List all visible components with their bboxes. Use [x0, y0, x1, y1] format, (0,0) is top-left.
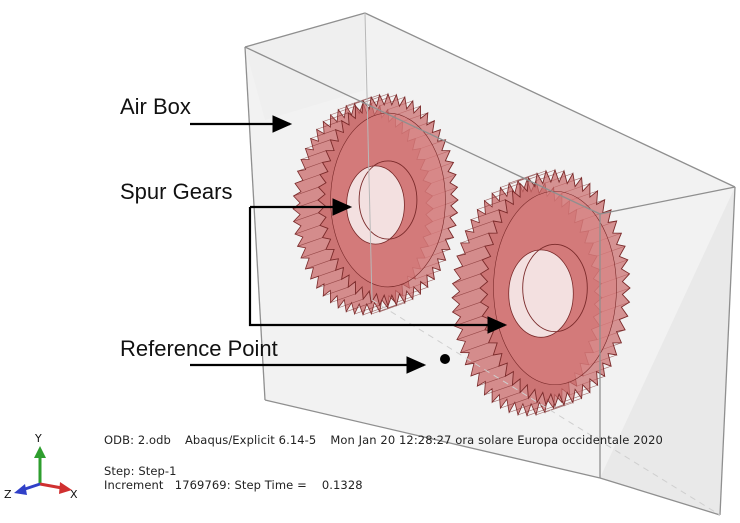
gear-tooth-edge	[300, 249, 327, 259]
spur-gear-right-bore-front	[522, 243, 588, 333]
gear-tooth-edge	[544, 402, 573, 413]
gear-tooth-edge	[477, 376, 506, 387]
gear-tooth-edge	[323, 112, 349, 122]
gear-tooth-edge	[293, 212, 319, 222]
gear-tooth-edge	[456, 329, 485, 340]
gear-tooth-edge	[492, 183, 521, 194]
gear-tooth-edge	[338, 100, 364, 110]
gear-tooth-edge	[310, 270, 336, 280]
gear-tooth-edge	[452, 273, 481, 284]
gear-tooth-edge	[460, 232, 489, 244]
gear-tooth-edge	[470, 365, 499, 377]
gear-tooth-edge	[451, 287, 481, 299]
spur-gear-left[interactable]	[292, 92, 459, 317]
spur-gear-right-bore-back	[508, 249, 574, 338]
gear-tooth-edge	[297, 162, 323, 172]
odb-datetime: Mon Jan 20 12:28:27 ora solare Europa oc…	[330, 433, 663, 447]
gear-tooth-edge	[371, 304, 397, 315]
gear-tooth-edge	[465, 220, 494, 232]
gear-tooth-edge	[517, 404, 547, 416]
gear-tooth-edge	[452, 301, 481, 313]
gear-tooth-edge	[561, 392, 590, 403]
gear-tooth-edge	[297, 237, 323, 247]
reference-point-icon[interactable]	[440, 354, 450, 364]
gear-tooth-edge	[500, 177, 529, 188]
solver-version: Abaqus/Explicit 6.14-5	[184, 433, 317, 447]
increment-info: Increment 1769769: Step Time = 0.1328	[104, 478, 363, 492]
axis-x-label: X	[70, 488, 78, 501]
reference-point-label: Reference Point	[120, 336, 278, 361]
gear-tooth-edge	[354, 304, 380, 315]
gear-tooth-edge	[395, 293, 421, 303]
gear-tooth-edge	[456, 245, 485, 257]
gear-tooth-edge	[330, 293, 356, 303]
gear-tooth-edge	[300, 150, 327, 160]
gear-tooth-edge	[492, 392, 521, 403]
gear-tooth-edge	[338, 298, 364, 309]
gear-tooth-edge	[387, 298, 413, 309]
air-box-side-face	[600, 187, 735, 515]
gear-tooth-edge	[460, 342, 489, 353]
gear-tooth-edge	[305, 259, 331, 270]
gear-tooth-edge	[500, 398, 529, 409]
gear-tooth-edge	[371, 94, 397, 104]
gear-tooth-edge	[323, 286, 349, 297]
gear-tooth-edge	[346, 302, 372, 312]
gear-tooth-edge	[484, 384, 513, 396]
gear-tooth-edge	[553, 398, 582, 409]
gear-tooth-edge	[484, 190, 513, 201]
gear-tooth-edge	[310, 129, 336, 139]
spur-gear-right[interactable]	[451, 168, 631, 418]
gear-tooth-edge	[379, 302, 405, 312]
gear-tooth-edge	[470, 209, 499, 220]
coordinate-triad-icon	[14, 446, 72, 495]
air-box-label: Air Box	[120, 94, 191, 119]
odb-info-line: ODB: 2.odb Abaqus/Explicit 6.14-5 Mon Jan …	[104, 433, 677, 447]
gear-tooth-edge	[517, 170, 547, 181]
spur-gear-left-bore-back	[346, 165, 405, 245]
spur-gear-left-bore-front	[358, 160, 418, 240]
axis-y-label: Y	[35, 432, 42, 445]
gear-tooth-edge	[509, 402, 538, 413]
gear-tooth-edge	[305, 139, 331, 149]
spur-gears-arrow-2-icon	[248, 207, 508, 334]
axis-z-label: Z	[4, 488, 12, 501]
gear-tooth-edge	[465, 354, 494, 366]
gear-tooth-edge	[316, 120, 342, 130]
gear-tooth-edge	[526, 169, 556, 181]
step-info: Step: Step-1	[104, 464, 177, 478]
gear-tooth-edge	[477, 199, 506, 210]
odb-name: ODB: 2.odb	[104, 433, 171, 447]
annotation-arrows	[190, 115, 508, 374]
gear-tooth-edge	[293, 186, 319, 197]
spur-gears[interactable]	[292, 92, 631, 418]
gear-tooth-edge	[454, 259, 483, 270]
gear-tooth-edge	[294, 174, 321, 184]
gear-tooth-edge	[330, 105, 356, 116]
gear-tooth-edge	[526, 405, 556, 417]
gear-tooth-edge	[316, 279, 342, 289]
air-box-edges	[244, 12, 736, 516]
spur-gears-label: Spur Gears	[120, 179, 233, 204]
gear-tooth-edge	[294, 225, 321, 235]
gear-tooth-edge	[402, 286, 428, 297]
